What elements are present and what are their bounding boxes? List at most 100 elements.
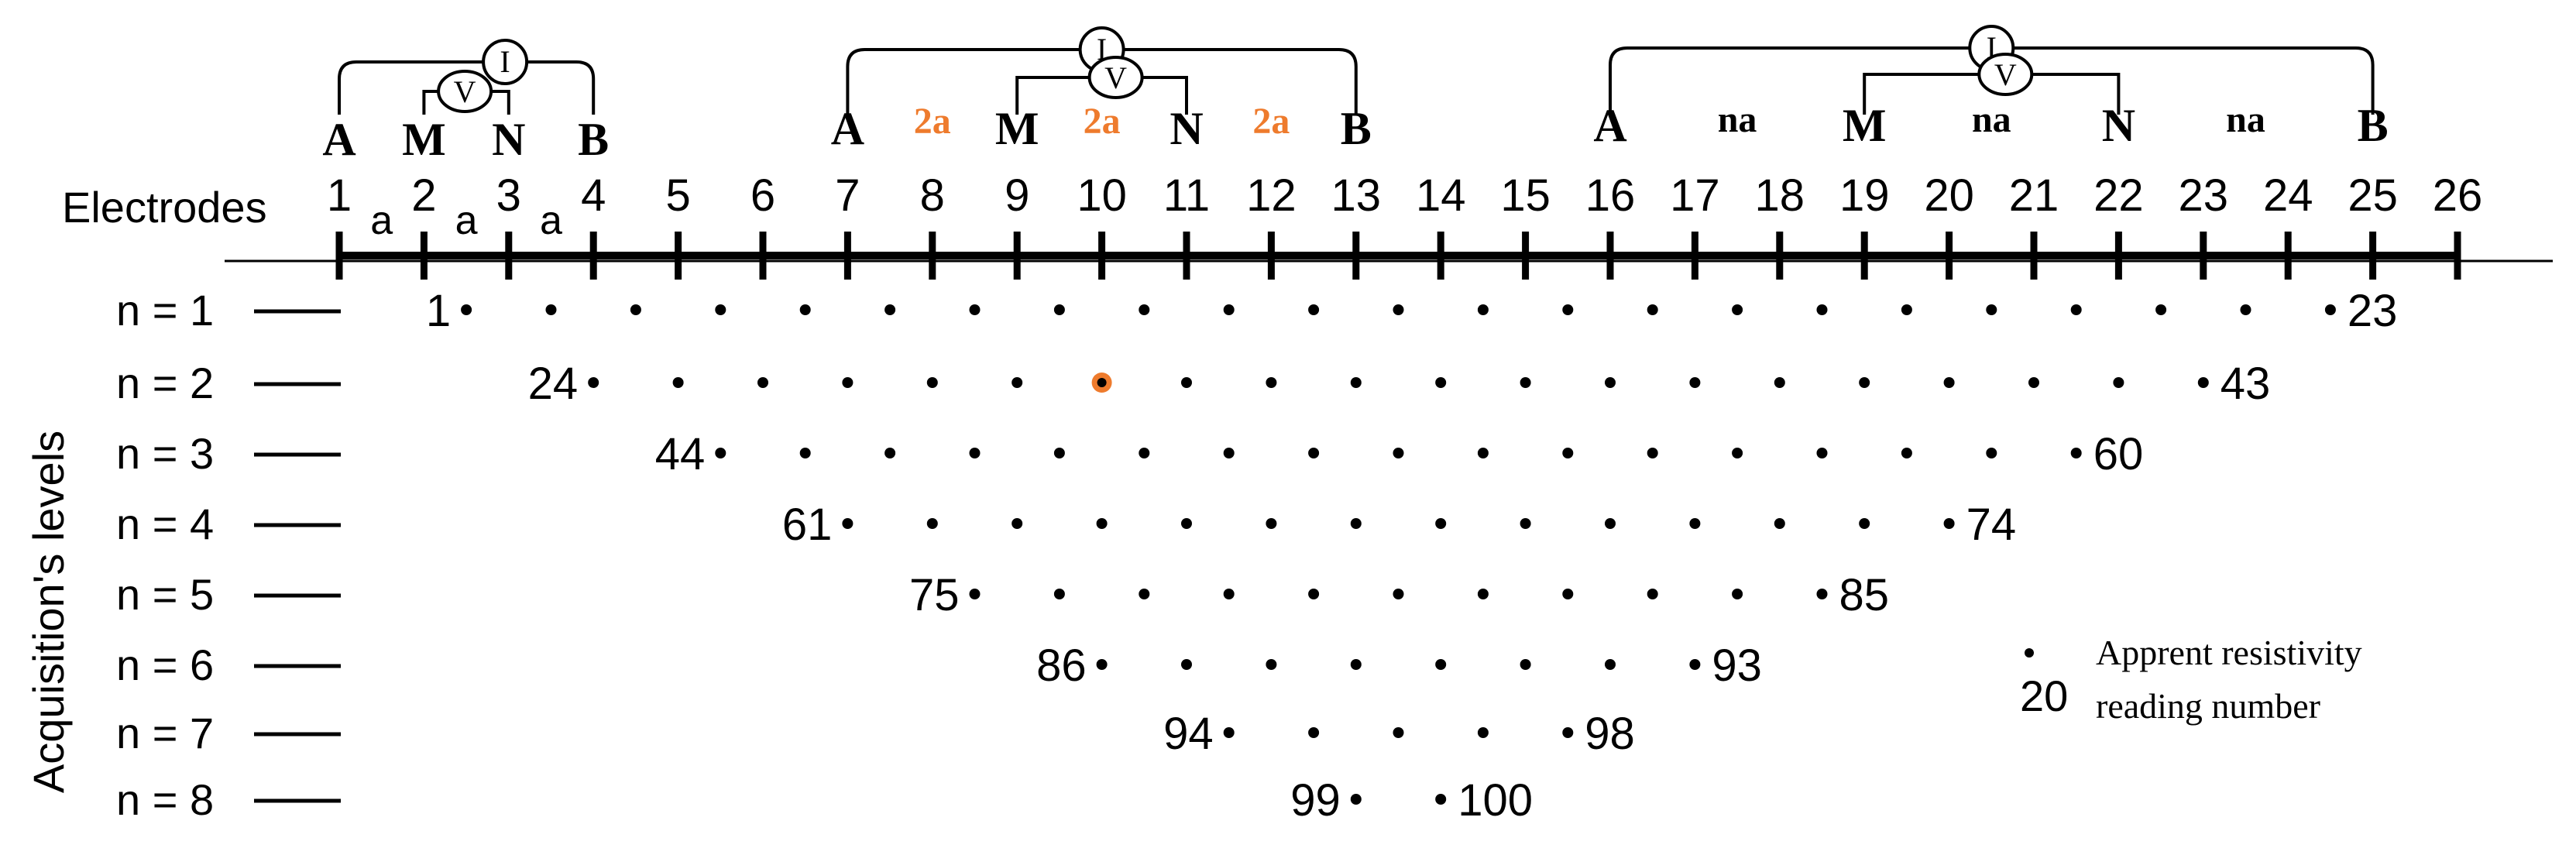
electrode-letter-b: B — [578, 114, 609, 165]
electrode-number: 5 — [665, 170, 690, 221]
reading-point — [1181, 518, 1192, 529]
reading-point — [2197, 377, 2209, 388]
reading-point — [1139, 304, 1150, 315]
electrode-number: 9 — [1005, 170, 1029, 221]
electrode-number: 23 — [2179, 170, 2229, 221]
reading-point — [1520, 659, 1531, 670]
reading-point — [1223, 589, 1235, 599]
reading-point — [1350, 794, 1362, 805]
reading-point — [1139, 448, 1150, 458]
electrode-letter-a: A — [322, 114, 355, 165]
reading-point — [926, 377, 938, 388]
electrode-number: 1 — [327, 170, 352, 221]
electrode-letter-m: M — [402, 114, 446, 165]
reading-point — [715, 448, 726, 458]
reading-point — [1435, 659, 1447, 670]
first-reading-number: 1 — [426, 286, 451, 336]
reading-point — [757, 377, 768, 388]
reading-point — [672, 377, 684, 388]
reading-point — [1435, 518, 1447, 529]
gap-label: 2a — [1252, 101, 1290, 142]
first-reading-number: 86 — [1036, 640, 1087, 691]
electrode-letter-n: N — [2102, 100, 2135, 151]
reading-point — [1732, 589, 1743, 599]
electrode-number: 26 — [2433, 170, 2483, 221]
reading-point — [1096, 659, 1108, 670]
first-reading-number: 75 — [909, 570, 960, 620]
electrode-number: 15 — [1500, 170, 1551, 221]
reading-point — [1393, 304, 1404, 315]
electrode-number: 18 — [1755, 170, 1805, 221]
reading-point — [630, 304, 641, 315]
electrode-number: 13 — [1331, 170, 1382, 221]
reading-point — [1223, 304, 1235, 315]
reading-point — [2113, 377, 2124, 388]
reading-point — [1181, 659, 1192, 670]
voltmeter-icon — [437, 70, 493, 113]
reading-point — [1477, 304, 1489, 315]
gap-label: na — [1718, 99, 1757, 140]
electrode-number: 10 — [1077, 170, 1127, 221]
reading-point — [545, 304, 557, 315]
reading-point — [1562, 448, 1574, 458]
voltage-symbol: V — [454, 74, 476, 109]
reading-point — [1520, 518, 1531, 529]
level-label: n = 2 — [116, 359, 214, 407]
reading-point — [799, 304, 811, 315]
voltmeter-icon — [1087, 56, 1144, 99]
current-meter-icon — [482, 39, 529, 85]
electrode-number: 20 — [1924, 170, 1974, 221]
legend: 20 Apprent resistivity reading number — [2020, 633, 2362, 726]
reading-point — [799, 448, 811, 458]
reading-point — [969, 448, 981, 458]
electrode-number: 24 — [2263, 170, 2313, 221]
reading-point — [1562, 727, 1574, 738]
electrode-number: 17 — [1670, 170, 1720, 221]
reading-point — [842, 518, 854, 529]
voltmeter-icon — [1977, 53, 2034, 96]
electrode-letter-m: M — [995, 103, 1039, 154]
reading-point — [1181, 377, 1192, 388]
reading-point — [1520, 377, 1531, 388]
current-loop — [338, 60, 596, 115]
electrode-letter-m: M — [1843, 100, 1887, 151]
legend-dot-icon — [2025, 648, 2034, 658]
last-reading-number: 23 — [2348, 286, 2398, 336]
reading-point — [969, 304, 981, 315]
reading-point — [588, 377, 599, 388]
reading-point — [1859, 518, 1870, 529]
reading-point — [1435, 377, 1447, 388]
reading-point — [1477, 448, 1489, 458]
legend-line-1: Apprent resistivity — [2096, 633, 2362, 672]
first-reading-number: 94 — [1163, 709, 1214, 759]
electrode-number: 16 — [1585, 170, 1636, 221]
electrodes-label: Electrodes — [62, 183, 267, 232]
reading-point — [1605, 377, 1616, 388]
reading-point — [1859, 377, 1870, 388]
reading-point — [1943, 518, 1955, 529]
reading-point — [1308, 589, 1320, 599]
first-reading-number: 61 — [782, 500, 833, 550]
level-label: n = 7 — [116, 709, 214, 757]
reading-point — [1943, 377, 1955, 388]
current-symbol: I — [500, 44, 510, 79]
level-label: n = 8 — [116, 775, 214, 824]
reading-point — [1223, 448, 1235, 458]
reading-point — [1689, 377, 1701, 388]
gap-label: 2a — [914, 101, 951, 142]
reading-point — [1774, 377, 1785, 388]
reading-point — [1477, 589, 1489, 599]
voltage-symbol: V — [1104, 60, 1127, 95]
electrode-number: 6 — [750, 170, 775, 221]
electrode-number: 4 — [581, 170, 606, 221]
reading-point — [1816, 589, 1828, 599]
reading-point — [461, 304, 472, 315]
reading-point — [1096, 518, 1108, 529]
reading-point — [1816, 304, 1828, 315]
acquisition-levels: n = 1n = 2n = 3n = 4n = 5n = 6n = 7n = 8 — [116, 286, 341, 824]
spacing-label: a — [370, 198, 393, 243]
last-reading-number: 74 — [1966, 500, 2017, 550]
